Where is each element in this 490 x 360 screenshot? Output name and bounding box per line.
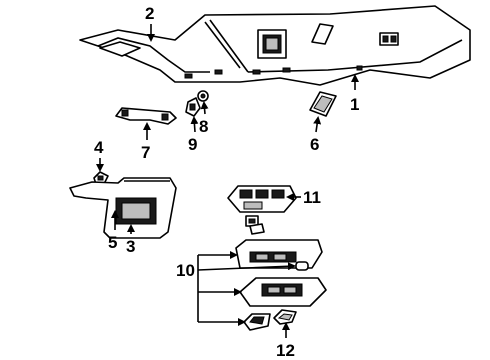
callout-5: 5 [108, 233, 117, 252]
courtesy-lamp-lens [309, 91, 337, 117]
overhead-console-upper [227, 185, 297, 227]
overhead-console [235, 223, 327, 331]
visor-bracket [185, 97, 201, 117]
callout-3: 3 [126, 237, 135, 256]
callout-7: 7 [141, 143, 150, 162]
callout-4: 4 [94, 138, 104, 157]
callout-1: 1 [350, 95, 359, 114]
callout-12: 12 [276, 341, 295, 360]
callout-8: 8 [199, 117, 208, 136]
sun-visor [69, 177, 177, 239]
callout-11: 11 [303, 188, 321, 207]
callout-2: 2 [145, 4, 154, 23]
callout-6: 6 [310, 135, 319, 154]
headliner [79, 5, 471, 86]
visor-retainer [93, 171, 109, 185]
grab-handle [115, 107, 177, 125]
callout-9: 9 [188, 135, 197, 154]
leader-lines [96, 24, 359, 338]
visor-clip [197, 90, 209, 102]
callout-10: 10 [176, 261, 195, 280]
